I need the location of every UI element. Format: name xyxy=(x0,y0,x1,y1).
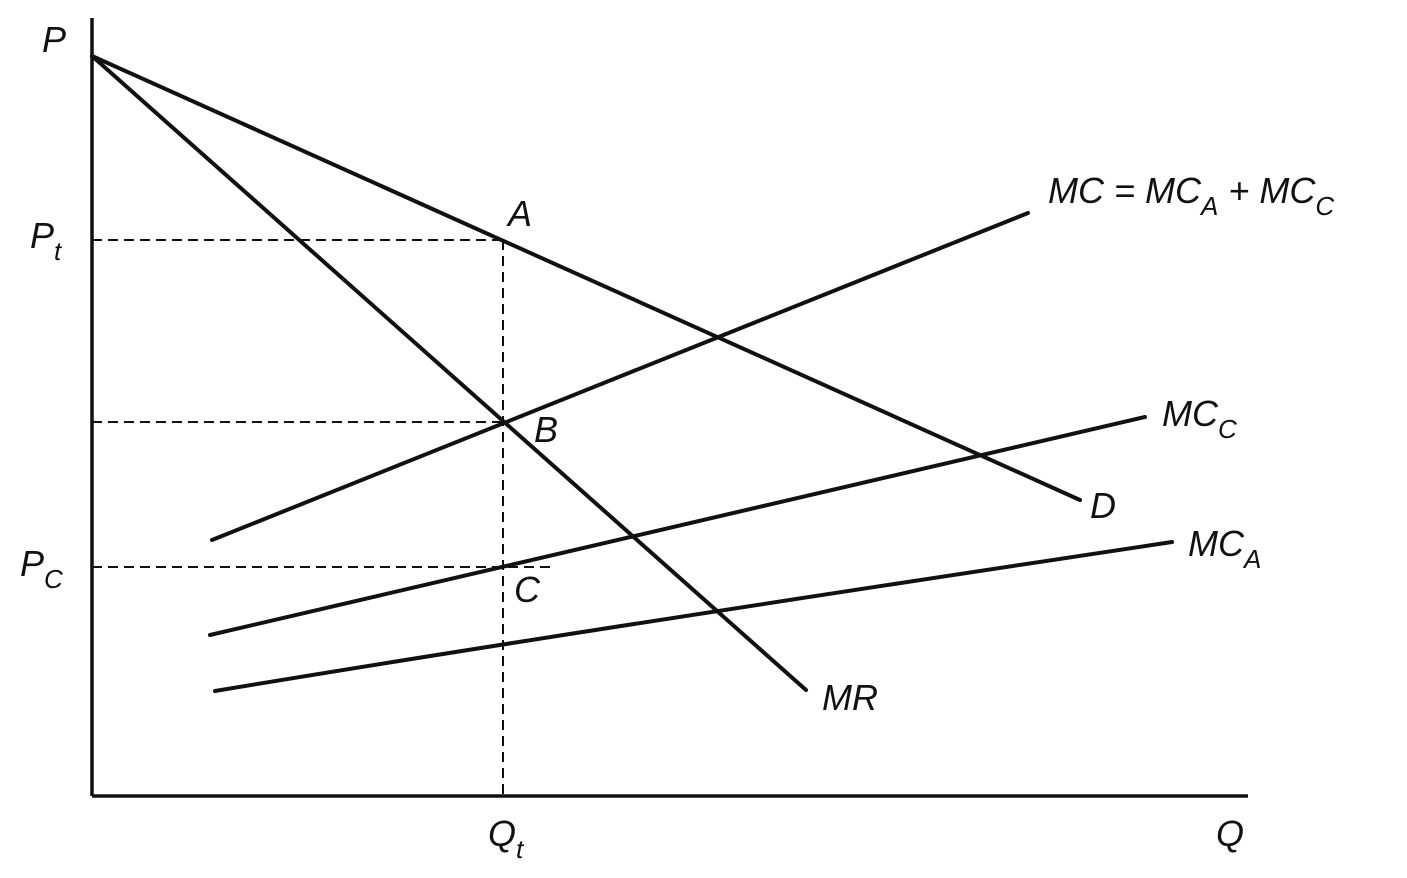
mc-total-part2: + MC xyxy=(1218,170,1316,211)
point-c-label: C xyxy=(514,569,541,610)
mc-c-curve xyxy=(208,415,1147,637)
price-pt-main: P xyxy=(30,215,54,256)
demand-label: D xyxy=(1090,485,1116,526)
total-marginal-cost-curve xyxy=(210,211,1030,542)
point-b-label: B xyxy=(534,409,558,450)
price-pc-subscript: C xyxy=(44,564,63,594)
mc-a-label: MCA xyxy=(1188,523,1261,574)
price-pt-subscript: t xyxy=(54,236,63,266)
mc-total-subscript-a: A xyxy=(1199,191,1218,221)
mc-a-curve xyxy=(213,540,1174,693)
marginal-revenue-label: MR xyxy=(822,677,878,718)
quantity-qt-subscript: t xyxy=(516,834,525,864)
mc-c-main: MC xyxy=(1162,393,1219,434)
price-pc-main: P xyxy=(20,543,44,584)
mc-c-subscript: C xyxy=(1218,414,1237,444)
price-axis-label: P xyxy=(42,19,66,60)
quantity-axis-label: Q xyxy=(1216,813,1244,854)
marginal-revenue-curve xyxy=(90,54,808,692)
price-pt-label: Pt xyxy=(30,215,63,266)
mc-a-main: MC xyxy=(1188,523,1245,564)
mc-a-subscript: A xyxy=(1242,544,1261,574)
quantity-qt-label: Qt xyxy=(488,813,525,864)
total-marginal-cost-label: MC = MCA + MCC xyxy=(1048,170,1334,221)
point-a-label: A xyxy=(506,193,532,234)
demand-curve xyxy=(90,54,1082,502)
mc-total-subscript-c: C xyxy=(1315,191,1334,221)
mc-c-label: MCC xyxy=(1162,393,1237,444)
price-pc-label: PC xyxy=(20,543,63,594)
mc-total-part1: MC = MC xyxy=(1048,170,1202,211)
quantity-qt-main: Q xyxy=(488,813,516,854)
